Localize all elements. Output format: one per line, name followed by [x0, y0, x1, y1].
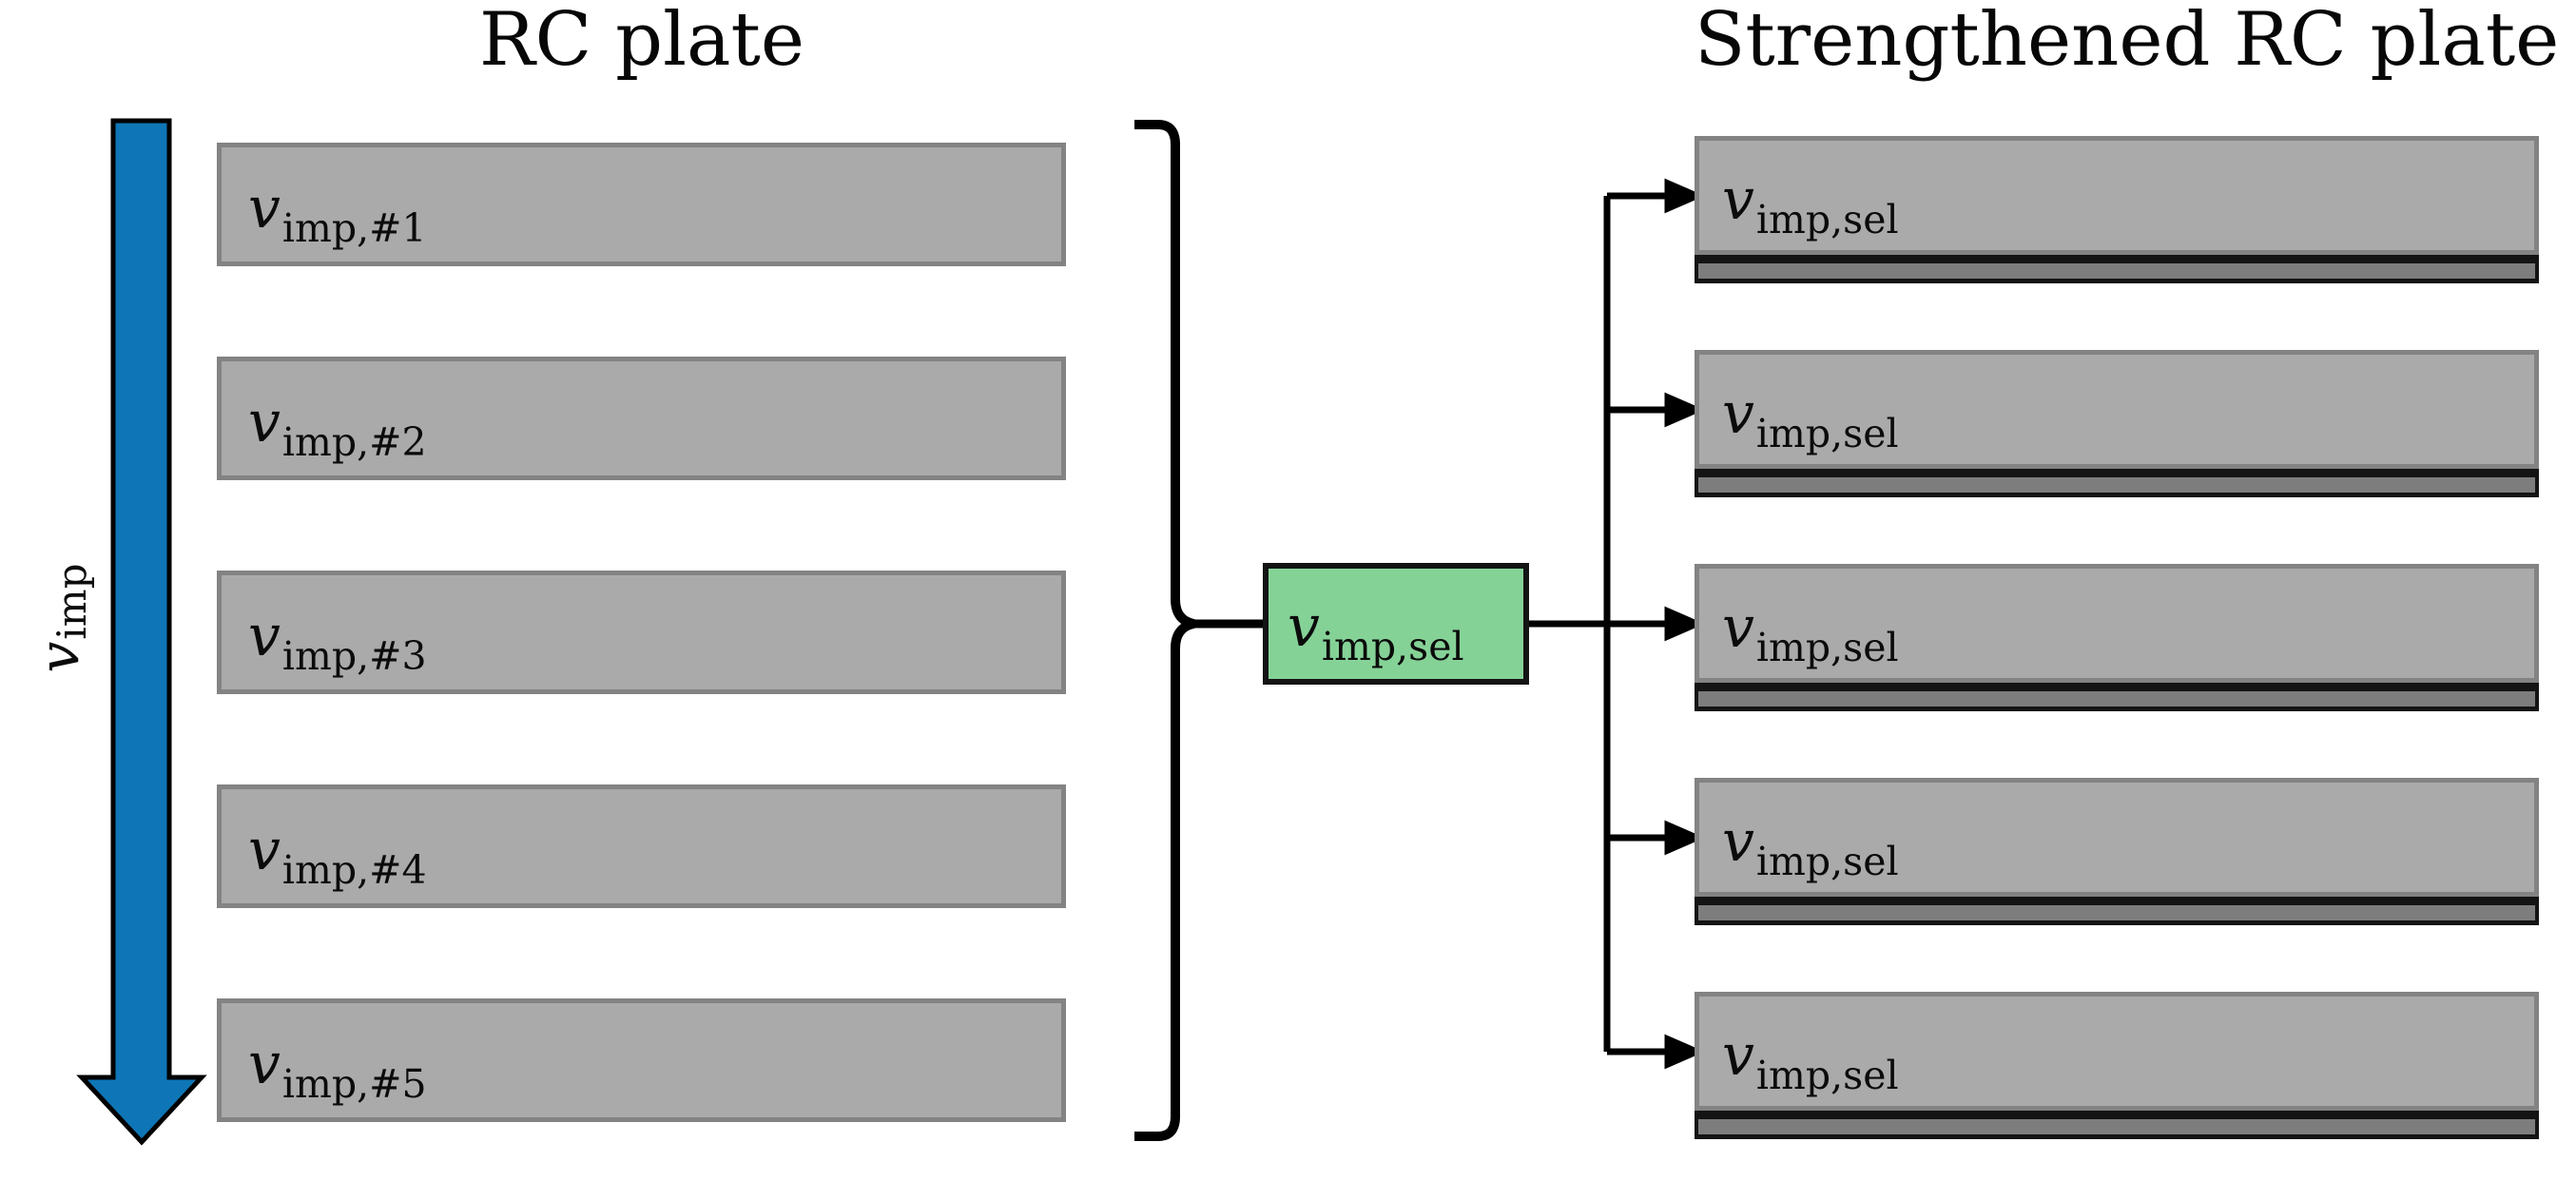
strengthening-layer — [1695, 255, 2539, 283]
plate-label: vimp,sel — [1722, 385, 1899, 454]
plate-label: vimp,sel — [1722, 1027, 1899, 1095]
label-sub: imp,sel — [1755, 196, 1899, 242]
brace-icon — [1134, 120, 1198, 1141]
left-column-title: RC plate — [478, 0, 805, 83]
label-base: v — [248, 1031, 281, 1097]
impact-velocity-arrow-icon — [76, 118, 207, 1146]
arrowhead-icon — [1664, 1034, 1705, 1070]
plate-label: vimp,#5 — [248, 1036, 427, 1104]
label-base: v — [248, 389, 281, 455]
plate-body: vimp,sel — [1695, 136, 2539, 255]
strengthening-layer — [1695, 469, 2539, 497]
plate-label: vimp,sel — [1722, 171, 1899, 240]
label-sub: imp,sel — [1755, 410, 1899, 456]
plate-label: vimp,sel — [1722, 599, 1899, 668]
arrowhead-icon — [1664, 178, 1705, 214]
plate-label: vimp,sel — [1722, 813, 1899, 881]
arrowhead-icon — [1664, 392, 1705, 428]
plate-body: vimp,sel — [1695, 992, 2539, 1111]
label-base: v — [1288, 593, 1320, 660]
label-sub: imp,#5 — [281, 1061, 427, 1107]
strengthening-layer — [1695, 683, 2539, 711]
label-base: v — [1722, 593, 1754, 661]
label-sub: imp,sel — [1755, 1052, 1899, 1098]
plate-body: vimp,sel — [1695, 350, 2539, 469]
strengthened-plate-4: vimp,sel — [1695, 778, 2539, 925]
arrowhead-icon — [1664, 820, 1705, 856]
strengthened-plate-3: vimp,sel — [1695, 564, 2539, 711]
plate-label: vimp,#2 — [248, 394, 427, 462]
axis-label-base: v — [27, 641, 91, 673]
strengthened-plate-1: vimp,sel — [1695, 136, 2539, 283]
rc-plate-1: vimp,#1 — [217, 143, 1066, 266]
label-base: v — [1722, 807, 1754, 875]
label-sub: imp,sel — [1755, 838, 1899, 884]
label-base: v — [248, 817, 281, 883]
branch-arrows — [1607, 178, 1705, 1070]
plate-body: vimp,sel — [1695, 778, 2539, 897]
plate-label: vimp,#3 — [248, 608, 427, 676]
strengthening-layer — [1695, 897, 2539, 925]
plate-label: vimp,#4 — [248, 822, 427, 890]
label-sub: imp,#1 — [281, 205, 427, 251]
plate-body: vimp,sel — [1695, 564, 2539, 683]
rc-plate-5: vimp,#5 — [217, 998, 1066, 1122]
rc-plate-2: vimp,#2 — [217, 357, 1066, 480]
strengthening-layer — [1695, 1111, 2539, 1139]
label-sub: imp,#2 — [281, 419, 427, 465]
plate-label: vimp,sel — [1288, 598, 1464, 667]
plate-label: vimp,#1 — [248, 180, 427, 248]
arrowhead-icon — [1664, 606, 1705, 642]
label-base: v — [1722, 1021, 1754, 1089]
strengthened-plate-5: vimp,sel — [1695, 992, 2539, 1139]
label-sub: imp,#4 — [281, 847, 427, 893]
right-column-title: Strengthened RC plate — [1695, 0, 2560, 83]
label-sub: imp,#3 — [281, 633, 427, 679]
rc-plate-4: vimp,#4 — [217, 784, 1066, 908]
label-base: v — [248, 175, 281, 242]
label-base: v — [1722, 165, 1754, 233]
label-sub: imp,sel — [1755, 624, 1899, 670]
label-sub: imp,sel — [1321, 624, 1464, 669]
label-base: v — [248, 603, 281, 669]
axis-label-sub: imp — [48, 563, 95, 640]
rc-plate-3: vimp,#3 — [217, 571, 1066, 694]
label-base: v — [1722, 379, 1754, 447]
selected-velocity-box: vimp,sel — [1263, 563, 1529, 685]
strengthened-plate-2: vimp,sel — [1695, 350, 2539, 497]
